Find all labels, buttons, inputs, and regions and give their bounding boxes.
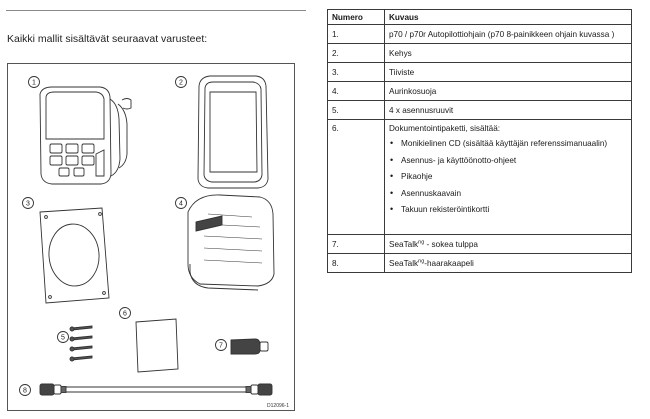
callout-8: 8 bbox=[19, 384, 31, 396]
svg-text:2: 2 bbox=[179, 80, 183, 87]
row-number: 5. bbox=[327, 100, 385, 120]
table-row: 6. Dokumentointipaketti, sisältää: Monik… bbox=[327, 119, 632, 235]
documentation-illustration bbox=[135, 318, 179, 373]
svg-text:6: 6 bbox=[123, 311, 127, 318]
svg-text:7: 7 bbox=[219, 343, 223, 350]
callout-4: 4 bbox=[175, 197, 187, 209]
row-number: 8. bbox=[327, 253, 385, 273]
documentation-list: Monikielinen CD (sisältää käyttäjän refe… bbox=[389, 138, 627, 214]
top-rule bbox=[6, 10, 306, 11]
description-suffix: -haarakaapeli bbox=[424, 258, 474, 268]
header-description: Kuvaus bbox=[384, 9, 632, 25]
callout-7: 7 bbox=[215, 339, 227, 351]
intro-text: Kaikki mallit sisältävät seuraavat varus… bbox=[7, 33, 208, 45]
svg-text:3: 3 bbox=[26, 201, 30, 208]
row-number: 3. bbox=[327, 62, 385, 82]
row-description: SeaTalkng - sokea tulppa bbox=[384, 234, 632, 254]
row-description: 4 x asennusruuvit bbox=[384, 100, 632, 120]
row-description: SeaTalkng-haarakaapeli bbox=[384, 253, 632, 273]
header-number: Numero bbox=[327, 9, 385, 25]
spur-cable-illustration bbox=[39, 383, 273, 396]
brand-name: SeaTalk bbox=[389, 258, 419, 268]
svg-text:4: 4 bbox=[179, 201, 183, 208]
sun-cover-illustration bbox=[187, 194, 275, 291]
list-item: Takuun rekisteröintikortti bbox=[389, 204, 627, 214]
row-description: Dokumentointipaketti, sisältää: Monikiel… bbox=[384, 119, 632, 235]
blanking-plug-illustration bbox=[230, 338, 269, 355]
table-header-row: Numero Kuvaus bbox=[327, 9, 632, 25]
table-row: 8. SeaTalkng-haarakaapeli bbox=[327, 253, 632, 273]
contents-illustration: 1 2 bbox=[19, 75, 289, 409]
svg-text:8: 8 bbox=[23, 388, 27, 395]
row-number: 6. bbox=[327, 119, 385, 235]
list-item: Asennus- ja käyttöönotto-ohjeet bbox=[389, 155, 627, 165]
table-row: 5. 4 x asennusruuvit bbox=[327, 100, 632, 120]
row-description: p70 / p70r Autopilottiohjain (p70 8-pain… bbox=[384, 24, 632, 44]
list-item: Pikaohje bbox=[389, 171, 627, 181]
callout-6: 6 bbox=[119, 307, 131, 319]
svg-text:1: 1 bbox=[32, 80, 36, 87]
table-row: 2. Kehys bbox=[327, 43, 632, 63]
row-description: Kehys bbox=[384, 43, 632, 63]
callout-5: 5 bbox=[57, 331, 69, 343]
row-description: Tiiviste bbox=[384, 62, 632, 82]
brand-superscript: ng bbox=[418, 238, 425, 245]
list-item: Asennuskaavain bbox=[389, 188, 627, 198]
callout-3: 3 bbox=[22, 197, 34, 209]
gasket-illustration bbox=[39, 207, 110, 304]
brand-name: SeaTalk bbox=[389, 239, 419, 249]
documentation-heading: Dokumentointipaketti, sisältää: bbox=[389, 124, 501, 133]
row-number: 1. bbox=[327, 24, 385, 44]
bezel-illustration bbox=[197, 75, 269, 189]
table-row: 3. Tiiviste bbox=[327, 62, 632, 82]
table-row: 7. SeaTalkng - sokea tulppa bbox=[327, 234, 632, 254]
table-row: 1. p70 / p70r Autopilottiohjain (p70 8-p… bbox=[327, 24, 632, 44]
table-row: 4. Aurinkosuoja bbox=[327, 81, 632, 101]
callout-1: 1 bbox=[28, 76, 40, 88]
row-number: 4. bbox=[327, 81, 385, 101]
controller-illustration bbox=[39, 86, 132, 185]
screws-illustration bbox=[69, 325, 93, 362]
contents-figure: 1 2 bbox=[7, 63, 295, 411]
row-description: Aurinkosuoja bbox=[384, 81, 632, 101]
parts-table: Numero Kuvaus 1. p70 / p70r Autopilottio… bbox=[327, 9, 632, 273]
callout-2: 2 bbox=[175, 76, 187, 88]
svg-text:5: 5 bbox=[61, 335, 65, 342]
brand-superscript: ng bbox=[418, 257, 425, 264]
figure-code: D12096-1 bbox=[267, 403, 289, 409]
row-number: 2. bbox=[327, 43, 385, 63]
list-item: Monikielinen CD (sisältää käyttäjän refe… bbox=[389, 138, 627, 148]
row-number: 7. bbox=[327, 234, 385, 254]
description-suffix: - sokea tulppa bbox=[424, 239, 478, 249]
